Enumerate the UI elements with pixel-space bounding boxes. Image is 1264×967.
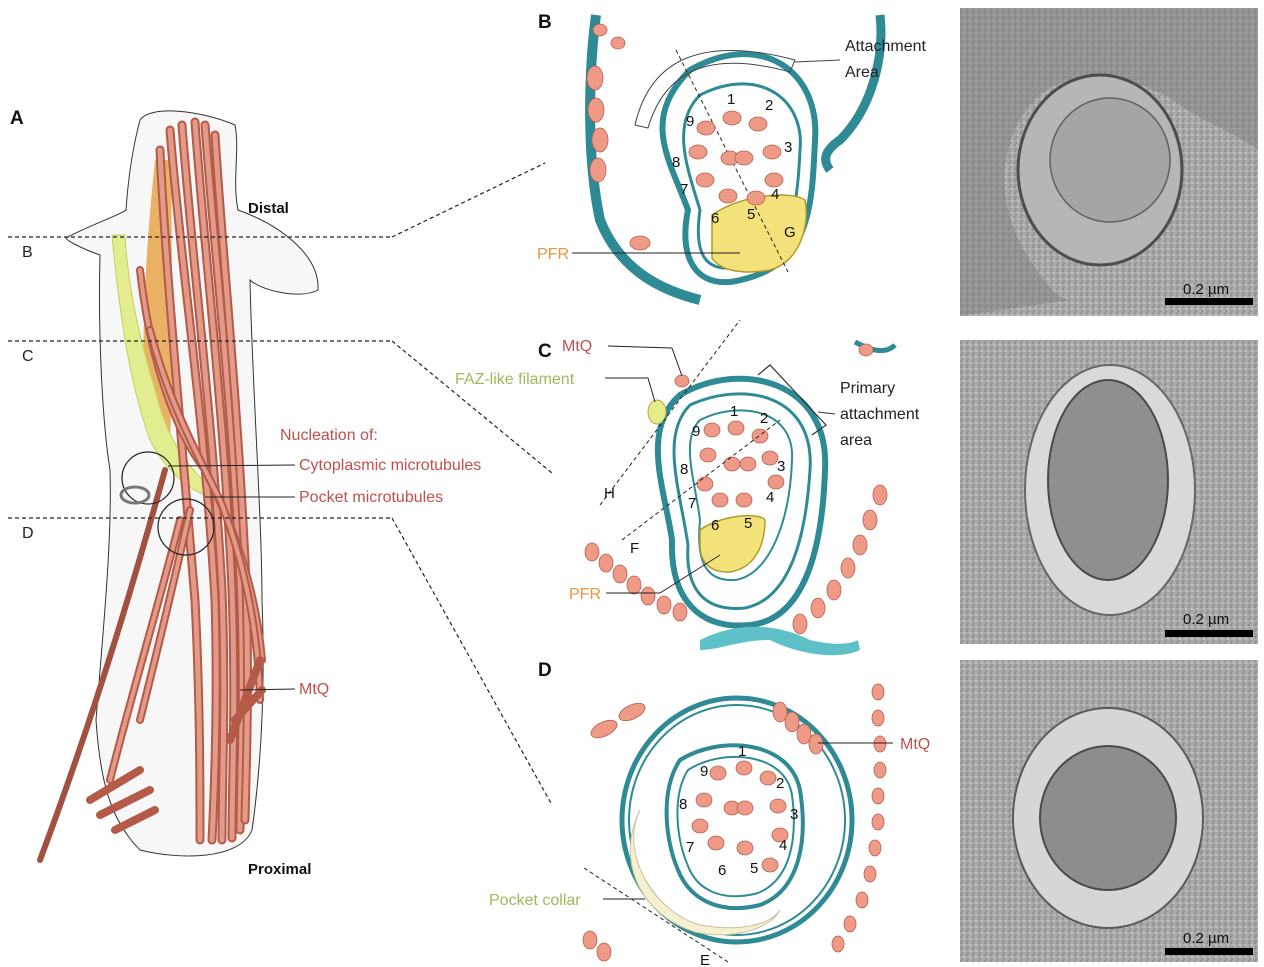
panel-b-section bbox=[587, 15, 881, 300]
c-num-8: 8 bbox=[680, 461, 688, 478]
faz-pointer2 bbox=[648, 378, 655, 402]
em-image-c bbox=[960, 340, 1258, 644]
em-image-b bbox=[960, 8, 1258, 316]
pocket-mt-label: Pocket microtubules bbox=[299, 489, 443, 506]
mtq-pointer-c bbox=[608, 346, 672, 348]
c-num-7: 7 bbox=[688, 495, 696, 512]
c-label-f: F bbox=[630, 540, 639, 557]
b-num-3: 3 bbox=[784, 139, 792, 156]
pocket-collar-label: Pocket collar bbox=[489, 892, 581, 909]
c-num-4: 4 bbox=[766, 489, 774, 506]
connector-c bbox=[392, 341, 552, 473]
d-num-1: 1 bbox=[738, 743, 746, 760]
mtq-pointer-c2 bbox=[672, 348, 682, 376]
c-num-1: 1 bbox=[730, 403, 738, 420]
primary-attachment-label-1: Primary bbox=[840, 380, 895, 397]
proximal-label: Proximal bbox=[248, 861, 311, 878]
panel-a-letter: A bbox=[10, 108, 24, 129]
panel-d: D bbox=[489, 660, 930, 967]
panel-c-section bbox=[585, 320, 895, 655]
b-num-7: 7 bbox=[680, 181, 688, 198]
b-num-4: 4 bbox=[771, 186, 779, 203]
b-num-1: 1 bbox=[727, 91, 735, 108]
b-num-5: 5 bbox=[747, 206, 755, 223]
d-num-8: 8 bbox=[679, 796, 687, 813]
c-label-h: H bbox=[604, 485, 615, 502]
attachment-area-label-2: Area bbox=[845, 64, 879, 81]
panel-d-letter: D bbox=[538, 660, 552, 681]
c-num-2: 2 bbox=[760, 410, 768, 427]
b-num-9: 9 bbox=[686, 113, 694, 130]
distal-label: Distal bbox=[248, 200, 289, 217]
d-num-6: 6 bbox=[718, 862, 726, 879]
scale-bar-label-d: 0.2 µm bbox=[1183, 930, 1229, 947]
panel-c-letter: C bbox=[538, 341, 552, 362]
panel-c: C bbox=[455, 320, 920, 655]
cut-label-c: C bbox=[22, 348, 34, 365]
d-num-5: 5 bbox=[750, 860, 758, 877]
c-num-3: 3 bbox=[777, 458, 785, 475]
b-num-6: 6 bbox=[711, 210, 719, 227]
c-num-5: 5 bbox=[744, 515, 752, 532]
panel-d-section bbox=[583, 684, 886, 962]
d-num-2: 2 bbox=[776, 775, 784, 792]
scale-bar-label-b: 0.2 µm bbox=[1183, 281, 1229, 298]
c-num-9: 9 bbox=[692, 423, 700, 440]
mtq-label-c: MtQ bbox=[562, 338, 592, 355]
mtq-label-a: MtQ bbox=[299, 681, 329, 698]
attachment-area-label-1: Attachment bbox=[845, 38, 926, 55]
connector-d bbox=[392, 518, 552, 805]
pfr-label-b: PFR bbox=[537, 246, 569, 263]
d-num-4: 4 bbox=[779, 837, 787, 854]
d-num-7: 7 bbox=[686, 839, 694, 856]
panel-b: B bbox=[537, 12, 926, 300]
faz-label: FAZ-like filament bbox=[455, 371, 575, 388]
panel-b-letter: B bbox=[538, 12, 552, 33]
cytoplasmic-mt-label: Cytoplasmic microtubules bbox=[299, 457, 481, 474]
b-num-8: 8 bbox=[672, 154, 680, 171]
d-num-9: 9 bbox=[700, 763, 708, 780]
b-label-g: G bbox=[784, 224, 796, 241]
pfr-label-c: PFR bbox=[569, 586, 601, 603]
d-num-3: 3 bbox=[790, 806, 798, 823]
b-num-2: 2 bbox=[765, 97, 773, 114]
panel-a: A bbox=[8, 108, 552, 878]
primary-attachment-label-2: attachment bbox=[840, 406, 920, 423]
nucleation-label: Nucleation of: bbox=[280, 427, 378, 444]
c-num-6: 6 bbox=[711, 517, 719, 534]
d-label-e: E bbox=[700, 952, 710, 967]
scale-bar-label-c: 0.2 µm bbox=[1183, 611, 1229, 628]
connector-b bbox=[392, 163, 545, 237]
em-image-d bbox=[960, 660, 1258, 962]
mtq-label-d: MtQ bbox=[900, 736, 930, 753]
cut-label-b: B bbox=[22, 244, 33, 261]
cut-label-d: D bbox=[22, 525, 34, 542]
primary-attachment-label-3: area bbox=[840, 432, 872, 449]
